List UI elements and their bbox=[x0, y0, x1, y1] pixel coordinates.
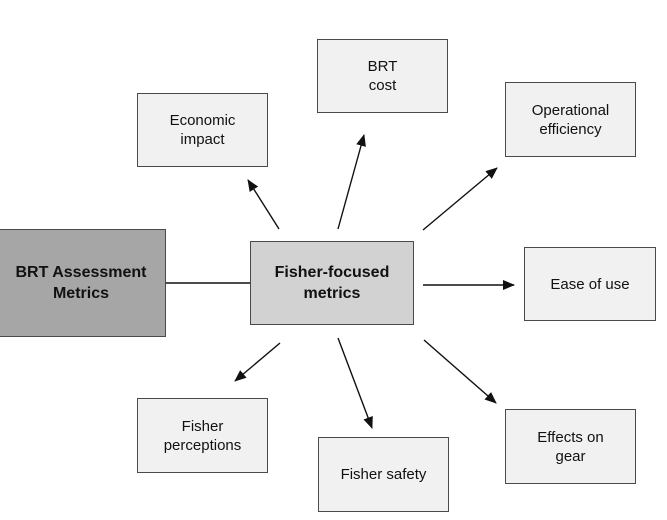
fisher-safety-node: Fisher safety bbox=[318, 437, 449, 512]
arrow-to-economic-impact bbox=[247, 179, 280, 230]
effects-on-gear-node: Effects on gear bbox=[505, 409, 636, 484]
brt-assessment-metrics-node: BRT Assessment Metrics bbox=[0, 229, 166, 337]
fisher-focused-metrics-node: Fisher-focused metrics bbox=[250, 241, 414, 325]
brt-cost-node: BRT cost bbox=[317, 39, 448, 113]
ease-of-use-node: Ease of use bbox=[524, 247, 656, 321]
fisher-perceptions-node: Fisher perceptions bbox=[137, 398, 268, 473]
arrow-to-operational-efficiency bbox=[422, 167, 498, 231]
operational-efficiency-node: Operational efficiency bbox=[505, 82, 636, 157]
economic-impact-node: Economic impact bbox=[137, 93, 268, 167]
arrow-to-fisher-perceptions bbox=[234, 342, 281, 382]
arrow-to-fisher-safety bbox=[337, 337, 373, 429]
arrow-to-brt-cost bbox=[337, 134, 366, 230]
arrow-to-effects-on-gear bbox=[423, 339, 497, 404]
